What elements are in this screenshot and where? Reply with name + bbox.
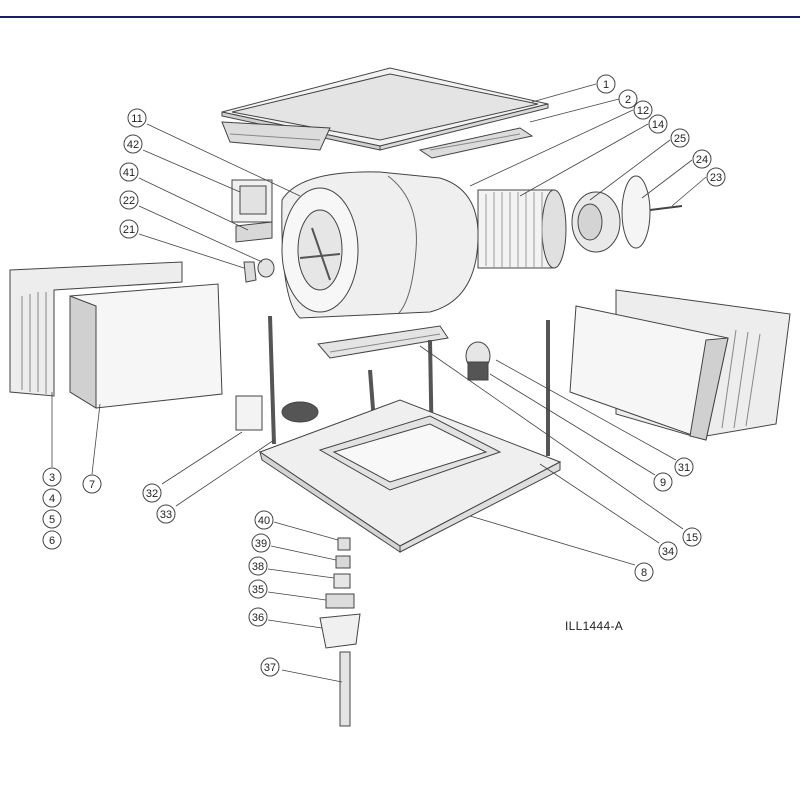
callout-bubble: 36	[248, 607, 268, 627]
callout-bubble: 35	[248, 579, 268, 599]
illustration-reference-code: ILL1444-A	[565, 619, 624, 633]
callout-label: 41	[123, 167, 135, 179]
blower-housing-part	[281, 171, 479, 319]
callout-bubble: 3	[42, 467, 62, 487]
callout-label: 23	[710, 172, 722, 184]
callout-bubble: 34	[658, 541, 678, 561]
water-tray-part	[235, 325, 491, 431]
callout-bubble: 37	[260, 657, 280, 677]
callout-bubble: 21	[119, 219, 139, 239]
callout-bubble: 4	[42, 488, 62, 508]
callout-label: 34	[662, 546, 674, 558]
callout-label: 37	[264, 662, 276, 674]
callout-bubble: 9	[653, 472, 673, 492]
callout-bubble: 11	[127, 108, 147, 128]
callout-label: 42	[127, 139, 139, 151]
callout-label: 31	[678, 462, 690, 474]
callout-label: 32	[146, 488, 158, 500]
leader-lines	[51, 83, 707, 683]
callout-bubble: 42	[123, 134, 143, 154]
callout-bubble: 31	[674, 457, 694, 477]
left-filter-assembly-part	[9, 261, 223, 409]
control-box-part	[231, 179, 275, 283]
base-pan-part	[258, 399, 562, 553]
callout-bubble: 6	[42, 530, 62, 550]
callout-bubble: 40	[254, 510, 274, 530]
callout-bubble: 14	[648, 114, 668, 134]
callout-bubble: 38	[248, 556, 268, 576]
blower-wheel-part	[477, 189, 567, 269]
callout-bubble: 25	[670, 128, 690, 148]
callout-label: 8	[641, 567, 647, 579]
drain-fittings-part	[319, 537, 361, 727]
callout-bubble: 8	[634, 562, 654, 582]
callout-label: 38	[252, 561, 264, 573]
callout-label: 36	[252, 612, 264, 624]
callout-label: 2	[625, 94, 631, 106]
callout-group: 1 2 12 14 25 24 23 11 42 41 22 21 3 4 5 …	[42, 74, 726, 677]
callout-label: 12	[637, 105, 649, 117]
callout-bubble: 23	[706, 167, 726, 187]
callout-label: 11	[131, 113, 142, 125]
callout-bubble: 15	[682, 527, 702, 547]
callout-label: 3	[49, 472, 55, 484]
callout-label: 21	[123, 224, 135, 236]
callout-bubble: 22	[119, 190, 139, 210]
callout-label: 22	[123, 195, 135, 207]
callout-label: 9	[660, 477, 666, 489]
callout-label: 24	[696, 154, 708, 166]
louver-strips-part	[221, 121, 534, 159]
callout-label: 35	[252, 584, 264, 596]
callout-bubble: 32	[142, 483, 162, 503]
callout-bubble: 39	[251, 533, 271, 553]
callout-label: 5	[49, 514, 55, 526]
callout-label: 4	[49, 493, 55, 505]
callout-label: 7	[89, 479, 95, 491]
callout-bubble: 24	[692, 149, 712, 169]
callout-label: 14	[652, 119, 664, 131]
motor-assembly-part	[571, 175, 683, 253]
callout-label: 1	[603, 79, 609, 91]
callout-label: 40	[258, 515, 270, 527]
callout-label: 33	[160, 509, 172, 521]
callout-bubble: 2	[618, 89, 638, 109]
callout-bubble: 41	[119, 162, 139, 182]
callout-bubble: 1	[596, 74, 616, 94]
callout-bubble: 7	[82, 474, 102, 494]
header-rule	[0, 16, 800, 18]
callout-bubble: 5	[42, 509, 62, 529]
right-filter-assembly-part	[569, 289, 791, 441]
callout-label: 15	[686, 532, 698, 544]
callout-bubble: 33	[156, 504, 176, 524]
callout-bubble: 12	[633, 100, 653, 120]
callout-label: 6	[49, 535, 55, 547]
callout-label: 25	[674, 133, 686, 145]
callout-label: 39	[255, 538, 267, 550]
